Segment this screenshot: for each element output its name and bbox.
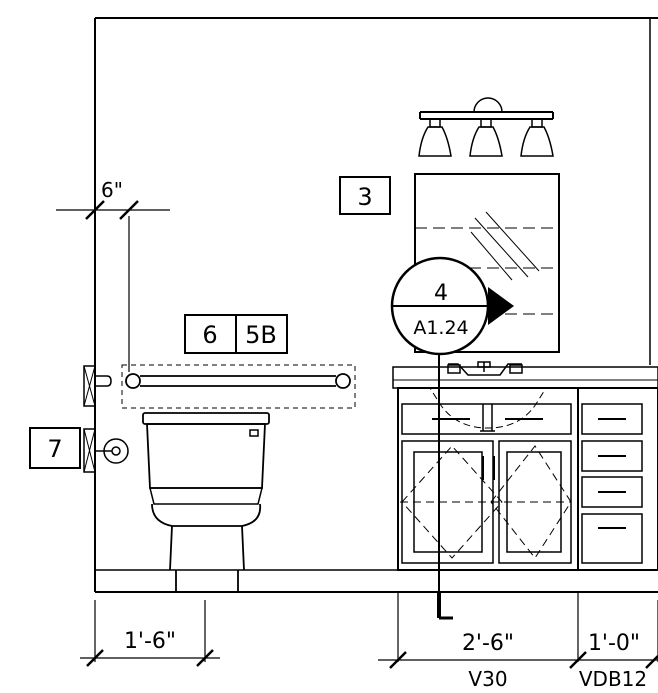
callout-direction-arrow	[488, 287, 514, 325]
light-shade-center	[469, 118, 503, 157]
dimension-grab-bar-offset-label: 6"	[101, 178, 123, 202]
callout-leader	[437, 345, 453, 620]
keynote-mirror: 3	[339, 176, 391, 215]
keynote-paper-holder-label: 7	[47, 435, 62, 463]
drawer-base-cabinet-code: VDB12	[579, 667, 647, 691]
dimension-toilet-centerline: 1'-6"	[80, 600, 220, 667]
keynote-grab-bar: 6 5B	[184, 314, 288, 354]
detail-callout: 4 A1.24	[390, 256, 514, 356]
grab-bar	[121, 216, 356, 409]
drawer-base-cabinet	[581, 403, 643, 564]
dimension-vanity-label: 2'-6"	[462, 631, 514, 656]
keynote-grab-bar-a-label: 6	[202, 321, 217, 349]
sink-faucet	[429, 361, 547, 432]
vanity-light-fixture	[418, 97, 554, 157]
dimension-drawer-base: 1'-0" VDB12	[579, 631, 647, 691]
toilet	[142, 412, 270, 592]
dimension-vanity: 2'-6" V30	[378, 592, 658, 691]
grab-bar-side-flange	[83, 365, 112, 407]
vanity-cabinet	[392, 366, 658, 571]
toilet-paper-holder	[83, 428, 129, 473]
keynote-grab-bar-b-label: 5B	[245, 321, 277, 349]
light-shade-left	[418, 118, 452, 157]
keynote-mirror-label: 3	[357, 183, 372, 211]
detail-number: 4	[434, 281, 448, 306]
dimension-drawer-base-label: 1'-0"	[588, 631, 640, 656]
sheet-number: A1.24	[413, 317, 468, 339]
dimension-toilet-centerline-label: 1'-6"	[124, 629, 176, 654]
keynote-paper-holder: 7	[29, 427, 81, 469]
vanity-cabinet-code: V30	[468, 667, 507, 691]
room-outline	[94, 17, 658, 593]
dimension-grab-bar-offset: 6"	[56, 178, 170, 220]
light-shade-right	[520, 118, 554, 157]
